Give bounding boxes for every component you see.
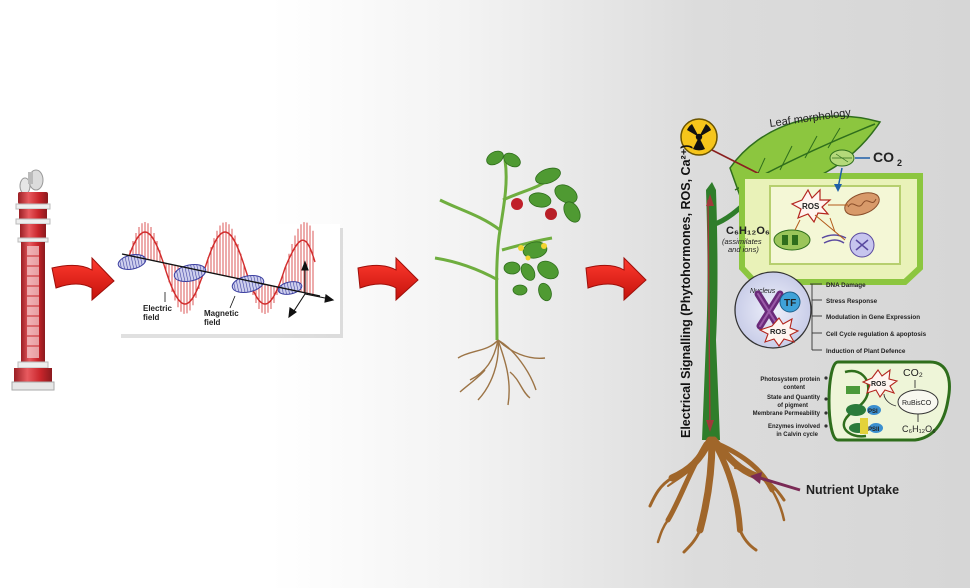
effect-stress-response: Stress Response [826,298,878,305]
effect-cell-cycle: Cell Cycle regulation & apoptosis [826,331,927,338]
electric-field-label-2: field [143,313,160,322]
item-pigment: State and Quantity [767,395,821,401]
item-enzymes-2: in Calvin cycle [776,432,818,438]
chloroplast-glucose-label: C₆H₁₂O₆ [902,424,936,434]
effect-gene-expression: Modulation in Gene Expression [826,314,920,321]
radio-tower-icon [11,169,55,391]
magnetic-field-wave [117,254,303,295]
item-photosystem: Photosystem protein [760,377,820,383]
co2-subscript: 2 [897,158,902,168]
electrical-signalling-label: Electrical Signalling (Phytohormones, RO… [679,145,693,438]
plant-mechanism-panel: Leaf morphology ROS [648,107,951,554]
item-pigment-2: of pigment [777,403,808,409]
item-membrane: Membrane Permeability [753,411,821,417]
effect-plant-defence: Induction of Plant Defence [826,348,906,355]
em-wave-panel: Electric field Magnetic field [117,222,343,338]
ps1-label: PSI [868,409,878,415]
cell-ros-label: ROS [802,202,820,211]
plant-icon [434,150,581,406]
effect-dna-damage: DNA Damage [826,282,866,289]
magnetic-field-label: Magnetic [204,309,239,318]
chloroplast-co2-label: CO₂ [903,367,923,379]
co2-label: CO [873,149,894,165]
assimilates-label-2: and ions) [728,245,759,254]
nutrient-uptake-label: Nutrient Uptake [806,483,899,497]
item-photosystem-2: content [783,385,805,391]
plant-roots [648,436,786,554]
item-enzymes: Enzymes involved [768,424,820,430]
ps2-label: PSII [868,427,880,433]
glucose-label: C₆H₁₂O₆ [726,225,770,237]
nucleus-panel: Nucleus TF ROS DNA Dam [734,271,927,355]
flow-arrow-3 [585,256,647,302]
magnetic-field-label-2: field [204,318,221,327]
tf-label: TF [784,298,796,309]
nucleus-ros-label: ROS [770,327,786,336]
electric-field-label: Electric [143,304,172,313]
chloroplast-panel: PSI PSII ROS CO₂ RuBisCO C₆H₁₂O₆ Photosy… [753,360,951,442]
flow-arrow-1 [51,256,115,302]
chloroplast-ros-label: ROS [871,381,887,388]
radiation-icon [680,118,718,156]
assimilates-label: (assimilates [722,237,762,246]
rubisco-label: RuBisCO [902,400,932,407]
flow-arrow-2 [357,256,419,302]
electric-field-wave [124,231,316,305]
nucleus-label: Nucleus [750,288,776,295]
leaf-cell: ROS [739,149,923,285]
